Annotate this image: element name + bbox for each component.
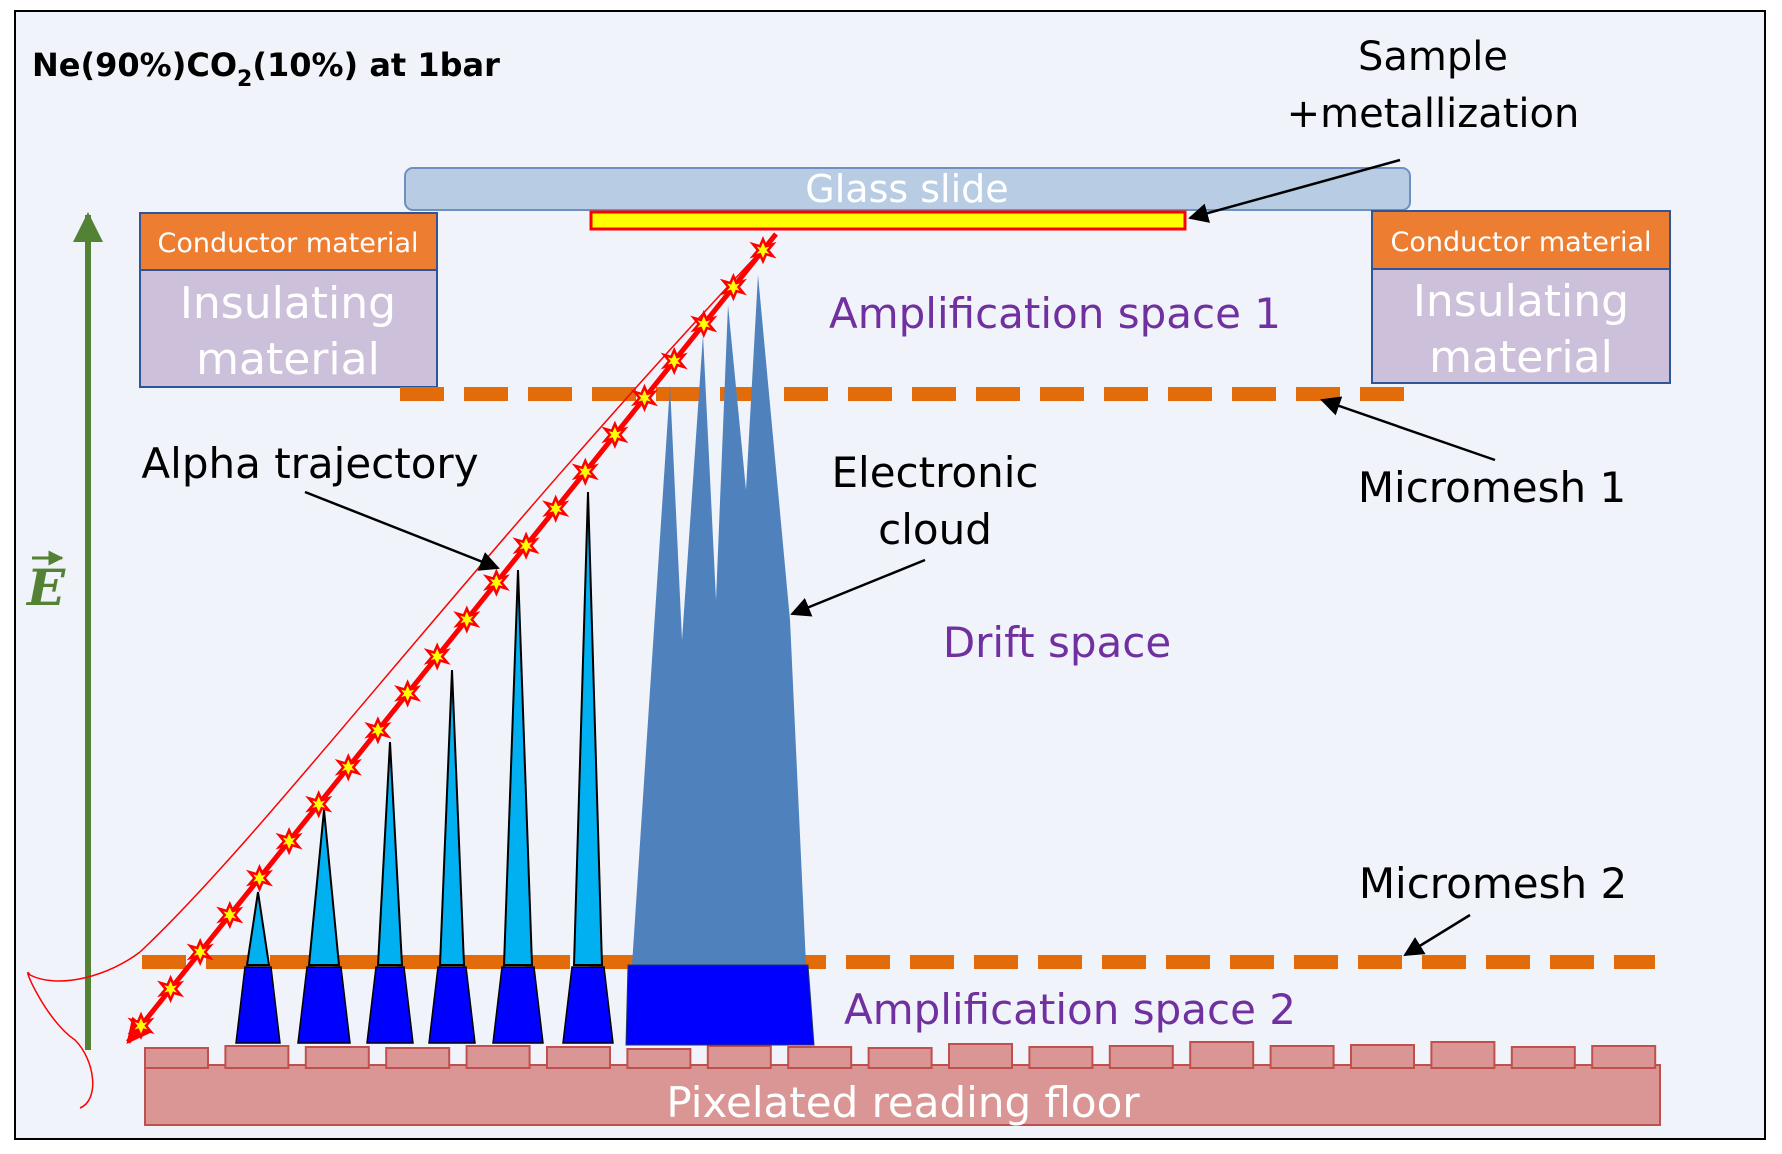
micromesh-1-label: Micromesh 1 [1358, 463, 1626, 512]
micromesh-2-pointer [1403, 913, 1471, 957]
metallization-label: +metallization [1287, 91, 1580, 137]
drift-space-label: Drift space [943, 618, 1171, 667]
glass-slide-label: Glass slide [805, 167, 1008, 211]
electronic-cloud-label-2: cloud [878, 505, 992, 554]
floor-pixel [1510, 1046, 1576, 1069]
floor-pixel [546, 1046, 611, 1069]
avalanche-spike [245, 891, 271, 966]
floor-pixels [144, 1041, 1657, 1069]
alpha-trajectory-label: Alpha trajectory [141, 439, 478, 488]
glass-slide: Glass slide [404, 167, 1411, 211]
gas-mixture-title: Ne(90%)CO2(10%) at 1bar [32, 46, 500, 92]
insulating-left-label-1: Insulating [180, 278, 396, 329]
insulating-right [1371, 268, 1671, 384]
sample-pointer [1188, 158, 1401, 223]
floor-pixel [465, 1045, 531, 1069]
avalanche-base [235, 966, 281, 1044]
insulating-right-label-2: material [1429, 332, 1613, 383]
electronic-cloud [625, 275, 815, 1046]
electronic-cloud-label-1: Electronic [831, 448, 1038, 497]
floor-pixel [1430, 1041, 1496, 1069]
floor-label: Pixelated reading floor [666, 1078, 1140, 1127]
left-support: Conductor material Insulating material [139, 212, 438, 388]
floor-pixel [948, 1043, 1013, 1069]
sample-metallization-strip [589, 210, 1187, 231]
conductor-right-label: Conductor material [1390, 227, 1651, 258]
energy-loss-curve-tail [27, 951, 141, 1109]
avalanche-base [492, 966, 544, 1044]
alpha-trajectory-pointer [304, 490, 500, 571]
floor-pixel [1269, 1045, 1335, 1069]
energy-loss-curve [139, 235, 776, 953]
micromesh-2-label: Micromesh 2 [1359, 859, 1627, 908]
electronic-cloud-pointer [790, 558, 926, 617]
efield-symbol: E [25, 558, 66, 617]
avalanche-base [366, 966, 414, 1044]
floor-pixel [224, 1045, 290, 1069]
floor-pixel [1189, 1041, 1255, 1069]
pixelated-reading-floor: Pixelated reading floor [144, 1041, 1661, 1127]
floor-pixel [787, 1046, 853, 1069]
insulating-right-label-1: Insulating [1413, 276, 1629, 327]
floor-pixel [304, 1046, 370, 1069]
avalanche-spikes [235, 491, 614, 1044]
avalanche-spike [502, 569, 534, 966]
right-support: Conductor material Insulating material [1371, 210, 1671, 384]
floor-pixel [1591, 1045, 1657, 1069]
avalanche-base [562, 966, 614, 1044]
floor-pixel [385, 1047, 451, 1069]
conductor-left [139, 212, 438, 271]
amplification-space-2-label: Amplification space 2 [844, 985, 1296, 1034]
floor-pixel [706, 1045, 772, 1069]
avalanche-spike [438, 669, 466, 966]
avalanche-spike [572, 491, 604, 966]
floor-pixel [867, 1047, 933, 1069]
insulating-left-label-2: material [196, 334, 380, 385]
micromesh-1-pointer [1320, 396, 1496, 462]
floor-pixel [626, 1048, 692, 1069]
amplification-space-1-label: Amplification space 1 [829, 289, 1281, 338]
insulating-left [139, 269, 438, 388]
floor-pixel [1350, 1044, 1415, 1069]
electric-field-arrow: E [25, 212, 103, 1050]
avalanche-base [297, 966, 351, 1044]
sample-label: Sample [1358, 34, 1508, 80]
avalanche-spike [376, 741, 404, 966]
avalanche-spike [307, 809, 341, 966]
floor-pixel [1028, 1046, 1094, 1069]
conductor-left-label: Conductor material [157, 228, 418, 259]
floor-pixel [1108, 1045, 1174, 1069]
alpha-trajectory [126, 232, 778, 1044]
avalanche-base [428, 966, 476, 1044]
floor-pixel [144, 1047, 209, 1069]
